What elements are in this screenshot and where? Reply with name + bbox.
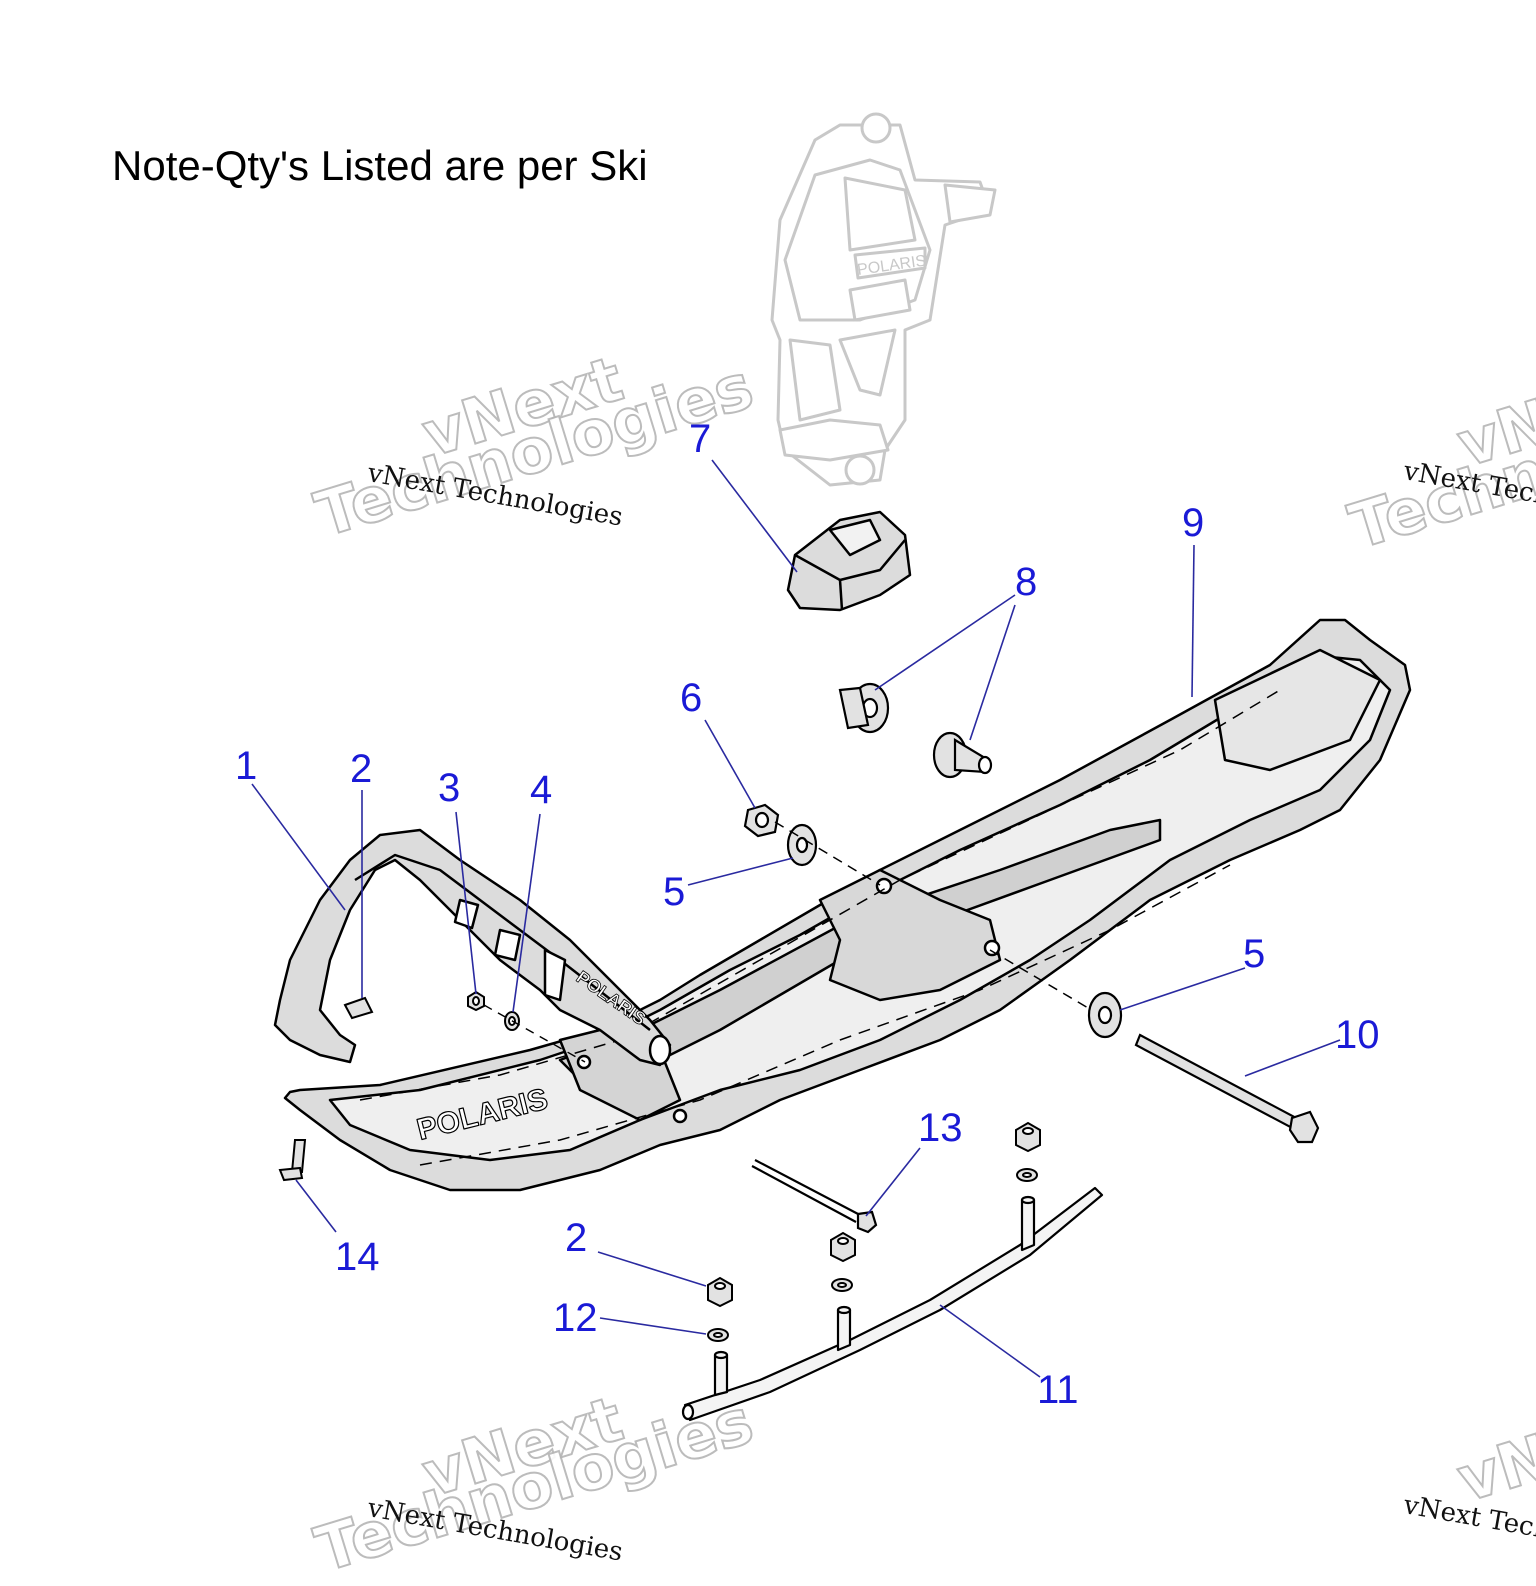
loop-hardware [343,990,586,1063]
callout-7: 7 [689,417,712,461]
callout-4: 4 [530,768,553,812]
callout-3: 3 [438,766,461,810]
callout-6: 6 [680,676,703,720]
callout-9: 9 [1182,501,1205,545]
carbide-runner [681,1186,1104,1422]
callout-14: 14 [335,1235,380,1279]
callout-11: 11 [1037,1368,1079,1412]
ski-body: POLARIS [283,618,1412,1192]
spindle-context: POLARIS [770,112,997,487]
callout-10: 10 [1335,1013,1380,1057]
diagram-drawing: POLARIS POLARIS [251,112,1412,1422]
callout-1: 1 [235,744,258,788]
saddle-block [786,510,912,612]
leader-lines [251,459,1341,1378]
ski-loop: POLARIS [273,828,672,1067]
callout-5-upper: 5 [663,870,686,914]
bushings [838,682,993,779]
upper-hardware [743,803,881,886]
ski-bolt [278,1139,307,1182]
runner-hardware [707,1121,1041,1342]
callout-8: 8 [1015,560,1038,604]
callout-2-upper: 2 [350,747,373,791]
callout-5-lower: 5 [1243,932,1266,976]
callout-12: 12 [553,1296,598,1340]
quantity-note: Note-Qty's Listed are per Ski [112,142,648,189]
parts-diagram: Note-Qty's Listed are per Ski vNext Tech… [112,112,1536,1586]
callout-13: 13 [918,1106,963,1150]
callout-2-lower: 2 [565,1216,588,1260]
